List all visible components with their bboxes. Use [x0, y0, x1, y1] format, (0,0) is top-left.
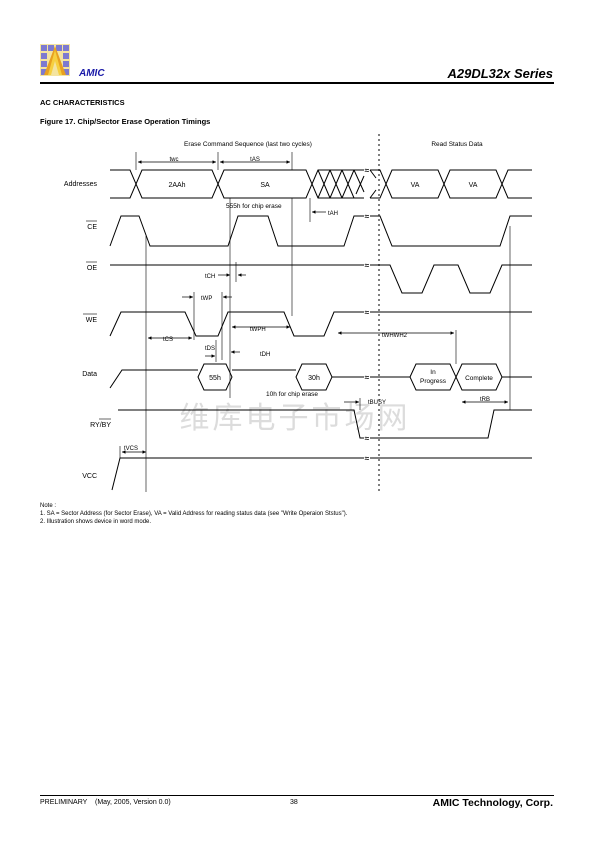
address-value-va: VA	[411, 182, 420, 189]
series-title: A29DL32x Series	[447, 66, 553, 81]
signal-oe: OE	[87, 265, 97, 272]
footer-version: PRELIMINARY (May, 2005, Version 0.0)	[40, 799, 171, 806]
break-mark: ≈	[365, 454, 370, 463]
data-value-progress: Progress	[420, 378, 447, 385]
address-value-2aah: 2AAh	[168, 182, 185, 189]
address-value-va: VA	[469, 182, 478, 189]
erase-timing-diagram: 维库电子市场网 Erase Command Sequence (last two…	[64, 134, 532, 492]
signal-vcc: VCC	[82, 473, 97, 480]
phase-label-erase: Erase Command Sequence (last two cycles)	[184, 141, 312, 148]
timing-label-tch: tCH	[205, 274, 215, 280]
break-mark: ≈	[365, 212, 370, 221]
data-value-complete: Complete	[465, 375, 493, 382]
note-item-1: 1. SA = Sector Address (for Sector Erase…	[40, 510, 348, 517]
address-note: 555h for chip erase	[226, 203, 282, 210]
signal-addresses: Addresses	[64, 181, 98, 188]
header-rule	[40, 82, 554, 84]
section-title: AC CHARACTERISTICS	[40, 98, 125, 107]
signal-data: Data	[82, 371, 97, 378]
data-value-30h: 30h	[308, 375, 320, 382]
note-item-2: 2. Illustration shows device in word mod…	[40, 518, 152, 525]
footer-company: AMIC Technology, Corp.	[432, 797, 553, 809]
notes: Note : 1. SA = Sector Address (for Secto…	[40, 503, 347, 526]
timing-label-tbusy: tBUSY	[368, 400, 386, 406]
break-mark: ≈	[365, 166, 370, 175]
signal-ry-by: RY/BY	[90, 422, 111, 429]
address-value-sa: SA	[260, 182, 270, 189]
amic-logo	[40, 44, 70, 76]
break-mark: ≈	[365, 261, 370, 270]
signal-ce: CE	[87, 224, 97, 231]
timing-label-tdh: tDH	[260, 352, 270, 358]
page-number: 38	[290, 799, 298, 806]
break-mark: ≈	[365, 373, 370, 382]
watermark: 维库电子市场网	[180, 402, 411, 435]
timing-label-tds: tDS	[205, 346, 215, 352]
timing-label-trb: tRB	[480, 397, 490, 403]
notes-heading: Note :	[40, 503, 57, 509]
phase-label-read: Read Status Data	[431, 141, 483, 148]
data-value-55h: 55h	[209, 375, 221, 382]
footer-rule	[40, 795, 554, 796]
brand-name: AMIC	[79, 68, 105, 79]
signal-we: WE	[86, 317, 98, 324]
break-mark: ≈	[365, 308, 370, 317]
break-mark: ≈	[365, 434, 370, 443]
timing-label-twc: twc	[170, 157, 179, 163]
data-note: 10h for chip erase	[266, 391, 318, 398]
timing-label-tah: tAH	[328, 211, 338, 217]
timing-label-tas: tAS	[250, 157, 260, 163]
timing-label-tcs: tCS	[163, 337, 173, 343]
timing-label-twp: tWP	[201, 296, 212, 302]
timing-label-twph: tWPH	[250, 327, 266, 333]
timing-label-twhwh2: tWHWH2	[382, 333, 408, 339]
timing-label-tvcs: tVCS	[124, 446, 138, 452]
data-value-in: In	[430, 369, 436, 376]
figure-title: Figure 17. Chip/Sector Erase Operation T…	[40, 117, 211, 126]
